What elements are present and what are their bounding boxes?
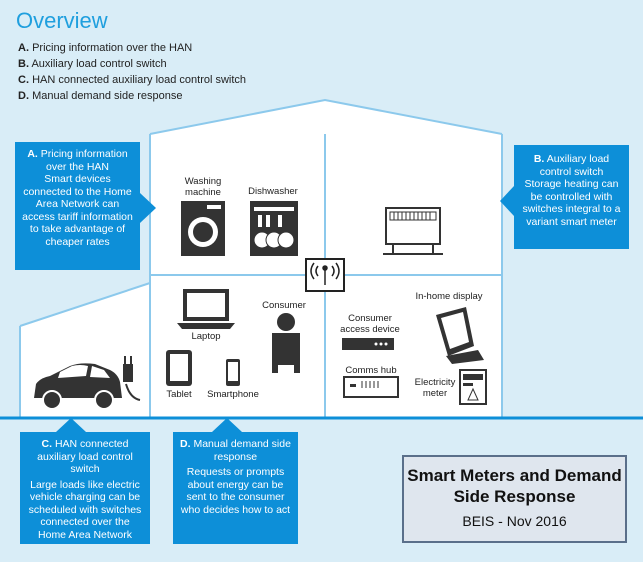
callout-a-body: Smart devices connected to the Home Area… bbox=[22, 173, 133, 248]
callout-d-body: Requests or prompts about energy can be … bbox=[180, 466, 291, 516]
label-washing-machine: Washing machine bbox=[184, 176, 222, 198]
consumer-access-device-icon bbox=[342, 338, 394, 350]
label-consumer-access-device: Consumer access device bbox=[340, 313, 400, 335]
label-consumer: Consumer bbox=[262, 300, 306, 311]
legend-item-c: C. HAN connected auxiliary load control … bbox=[18, 74, 247, 86]
antenna-icon bbox=[310, 262, 340, 285]
info-box: Smart Meters and Demand Side Response BE… bbox=[402, 455, 627, 543]
callout-a: A. Pricing information over the HAN Smar… bbox=[15, 142, 140, 270]
callout-c: C. HAN connected auxiliary load control … bbox=[20, 432, 150, 544]
callout-c-heading: C. HAN connected auxiliary load control … bbox=[37, 438, 133, 475]
label-in-home-display: In-home display bbox=[415, 291, 483, 302]
washing-machine-icon bbox=[181, 201, 225, 256]
callout-a-heading: A. Pricing information over the HAN bbox=[27, 148, 128, 173]
smartphone-icon bbox=[226, 359, 240, 386]
callout-c-body: Large loads like electric vehicle chargi… bbox=[28, 478, 142, 541]
callout-b-arrow bbox=[500, 186, 514, 216]
callout-b: B. Auxiliary load control switch Storage… bbox=[514, 145, 629, 249]
info-title: Smart Meters and Demand Side Response bbox=[407, 466, 622, 506]
callout-b-body: Storage heating can be controlled with s… bbox=[522, 178, 621, 228]
label-laptop: Laptop bbox=[191, 331, 221, 342]
house-roof-line bbox=[149, 98, 503, 135]
garage-roof-line bbox=[19, 282, 151, 327]
in-home-display-icon bbox=[436, 307, 484, 364]
electricity-meter-icon bbox=[459, 369, 487, 405]
callout-a-arrow bbox=[140, 193, 156, 223]
label-tablet: Tablet bbox=[166, 389, 192, 400]
legend-item-d: D. Manual demand side response bbox=[18, 90, 183, 102]
info-subtitle: BEIS - Nov 2016 bbox=[462, 513, 567, 529]
label-comms-hub: Comms hub bbox=[345, 365, 397, 376]
page-title: Overview bbox=[16, 8, 108, 33]
tablet-icon bbox=[166, 350, 192, 386]
legend-item-b: B. Auxiliary load control switch bbox=[18, 58, 167, 70]
callout-c-arrow bbox=[56, 418, 86, 432]
legend-item-a: A. Pricing information over the HAN bbox=[18, 42, 193, 54]
electric-car-icon bbox=[34, 363, 122, 410]
legend-list: A. Pricing information over the HAN B. A… bbox=[18, 40, 246, 104]
callout-d: D. Manual demand side response Requests … bbox=[173, 432, 298, 544]
dishwasher-icon bbox=[250, 201, 298, 256]
callout-b-heading: B. Auxiliary load control switch bbox=[533, 153, 610, 178]
consumer-icon bbox=[272, 313, 300, 373]
callout-d-arrow bbox=[212, 418, 242, 432]
charging-plug-icon bbox=[123, 356, 141, 401]
label-dishwasher: Dishwasher bbox=[248, 186, 298, 197]
comms-hub-icon bbox=[343, 376, 399, 398]
storage-heater-icon bbox=[383, 207, 443, 255]
label-electricity-meter: Electricity meter bbox=[414, 377, 456, 399]
label-smartphone: Smartphone bbox=[207, 389, 259, 400]
laptop-icon bbox=[177, 289, 235, 329]
callout-d-heading: D. Manual demand side response bbox=[180, 438, 291, 463]
